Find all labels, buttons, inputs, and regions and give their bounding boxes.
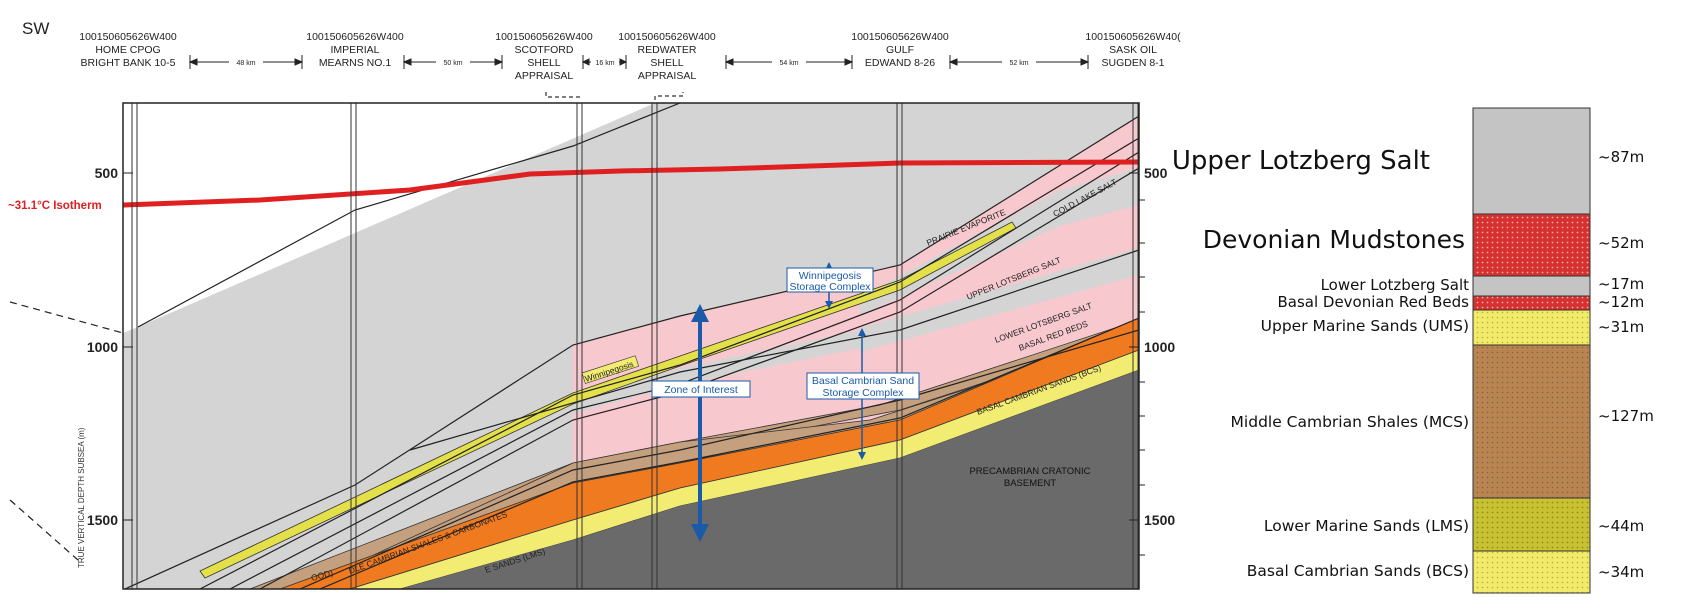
depth-tick-label: 500 bbox=[1144, 165, 1168, 181]
formation-label: BASEMENT bbox=[1004, 478, 1056, 489]
unit-name: Lower Marine Sands (LMS) bbox=[1264, 517, 1469, 535]
bcs-complex-callout: Basal Cambrian Sand Storage Complex bbox=[806, 372, 920, 400]
geologic-cross-section: SW 100150605626W400 HOME CPOG BRIGHT BAN… bbox=[8, 19, 1181, 590]
callout-text: Storage Complex bbox=[789, 281, 871, 293]
zone-of-interest-arrow bbox=[691, 304, 709, 542]
well-name: SHELL bbox=[650, 57, 683, 69]
unit-name: Basal Devonian Red Beds bbox=[1277, 293, 1469, 311]
well-name: SCOTFORD bbox=[515, 44, 574, 56]
well-header-6: 100150605626W40( SASK OIL SUGDEN 8-1 bbox=[1085, 31, 1181, 69]
stratigraphic-column: Upper Lotzberg Salt Devonian Mudstones L… bbox=[1172, 107, 1654, 594]
depth-tick-label: 1500 bbox=[87, 512, 118, 528]
well-name: GULF bbox=[886, 44, 914, 56]
well-name: IMPERIAL bbox=[330, 44, 379, 56]
spacing-label: 52 km bbox=[1009, 60, 1028, 67]
callout-text: Basal Cambrian Sand bbox=[812, 375, 914, 387]
basal-cambrian-sands bbox=[349, 349, 1139, 589]
leader-lines bbox=[9, 301, 124, 561]
column-block-mcs bbox=[1472, 344, 1591, 499]
column-block-upper-lotzberg bbox=[1472, 107, 1591, 215]
unit-thickness: ~12m bbox=[1598, 293, 1644, 311]
panel-border bbox=[122, 102, 1140, 590]
well-header-2: 100150605626W400 IMPERIAL MEARNS NO.1 bbox=[306, 31, 404, 69]
unit-name: Upper Marine Sands (UMS) bbox=[1261, 317, 1469, 335]
well-name: SHELL bbox=[527, 57, 560, 69]
spacing-label: 16 km bbox=[595, 60, 614, 67]
depth-tick-label: 1000 bbox=[1144, 339, 1175, 355]
zone-of-interest-callout: Zone of Interest bbox=[651, 380, 751, 398]
well-uwi: 100150605626W400 bbox=[851, 31, 949, 43]
well-name: HOME CPOG bbox=[95, 44, 160, 56]
spacing-label: 48 km bbox=[236, 60, 255, 67]
unit-thickness: ~127m bbox=[1598, 407, 1654, 425]
unit-name: Upper Lotzberg Salt bbox=[1172, 146, 1430, 176]
well-uwi: 100150605626W400 bbox=[618, 31, 716, 43]
unit-thickness: ~17m bbox=[1598, 275, 1644, 293]
cross-section-panel: PRAIRIE EVAPORITE COLD LAKE SALT UPPER L… bbox=[123, 103, 1139, 589]
formation-label: PRECAMBRIAN CRATONIC bbox=[969, 466, 1090, 477]
well-header-5: 100150605626W400 GULF EDWAND 8-26 bbox=[851, 31, 949, 69]
column-block-basal-red-beds bbox=[1472, 295, 1591, 311]
location-marks bbox=[545, 92, 684, 100]
well-header-1: 100150605626W400 HOME CPOG BRIGHT BANK 1… bbox=[79, 31, 177, 69]
spacing-label: 54 km bbox=[779, 60, 798, 67]
salt-separation-2 bbox=[860, 248, 1139, 352]
well-name: APPRAISAL bbox=[638, 70, 697, 82]
well-header-4: 100150605626W400 REDWATER SHELL APPRAISA… bbox=[618, 31, 716, 82]
unit-name: Devonian Mudstones bbox=[1203, 225, 1465, 254]
well-bores bbox=[131, 103, 1139, 589]
well-header-3: 100150605626W400 SCOTFORD SHELL APPRAISA… bbox=[495, 31, 593, 82]
right-depth-ticks bbox=[1129, 172, 1145, 556]
well-name: REDWATER bbox=[638, 44, 697, 56]
well-name: BRIGHT BANK 10-5 bbox=[81, 57, 176, 69]
precambrian-basement bbox=[400, 370, 1139, 589]
callout-text: Zone of Interest bbox=[664, 384, 738, 396]
well-name: EDWAND 8-26 bbox=[865, 57, 935, 69]
callout-text: Storage Complex bbox=[822, 387, 904, 399]
well-uwi: 100150605626W400 bbox=[79, 31, 177, 43]
isotherm-line bbox=[123, 159, 1139, 208]
unit-thickness: ~34m bbox=[1598, 563, 1644, 581]
direction-label: SW bbox=[22, 19, 49, 38]
column-block-lms bbox=[1472, 497, 1591, 552]
well-name: APPRAISAL bbox=[515, 70, 574, 82]
well-uwi: 100150605626W400 bbox=[306, 31, 404, 43]
well-name: MEARNS NO.1 bbox=[319, 57, 392, 69]
depth-tick-label: 500 bbox=[95, 165, 119, 181]
salt-separation-1 bbox=[860, 168, 1139, 315]
column-block-bcs bbox=[1472, 550, 1591, 594]
callout-text: Winnipegosis bbox=[799, 270, 861, 282]
unit-thickness: ~44m bbox=[1598, 517, 1644, 535]
well-name: SUGDEN 8-1 bbox=[1101, 57, 1164, 69]
column-block-lower-lotzberg bbox=[1472, 275, 1591, 297]
unit-thickness: ~31m bbox=[1598, 318, 1644, 336]
column-block-devonian-mudstones bbox=[1472, 213, 1591, 277]
isotherm-label: ~31.1°C Isotherm bbox=[8, 200, 102, 212]
well-uwi: 100150605626W400 bbox=[495, 31, 593, 43]
depth-tick-label: 1500 bbox=[1144, 512, 1175, 528]
left-depth-ticks bbox=[123, 172, 133, 521]
winnipegosis-complex-callout: Winnipegosis Storage Complex bbox=[786, 267, 874, 293]
unit-thickness: ~52m bbox=[1598, 234, 1644, 252]
spacing-label: 50 km bbox=[443, 60, 462, 67]
unit-name: Middle Cambrian Shales (MCS) bbox=[1231, 413, 1469, 431]
depth-tick-label: 1000 bbox=[87, 339, 118, 355]
column-block-ums bbox=[1472, 309, 1591, 346]
unit-name: Lower Lotzberg Salt bbox=[1321, 276, 1470, 294]
well-uwi: 100150605626W40( bbox=[1085, 31, 1181, 43]
unit-name: Basal Cambrian Sands (BCS) bbox=[1247, 562, 1469, 580]
unit-thickness: ~87m bbox=[1598, 148, 1644, 166]
depth-axis-label: TRUE VERTICAL DEPTH SUBSEA (m) bbox=[77, 427, 86, 568]
well-name: SASK OIL bbox=[1109, 44, 1157, 56]
